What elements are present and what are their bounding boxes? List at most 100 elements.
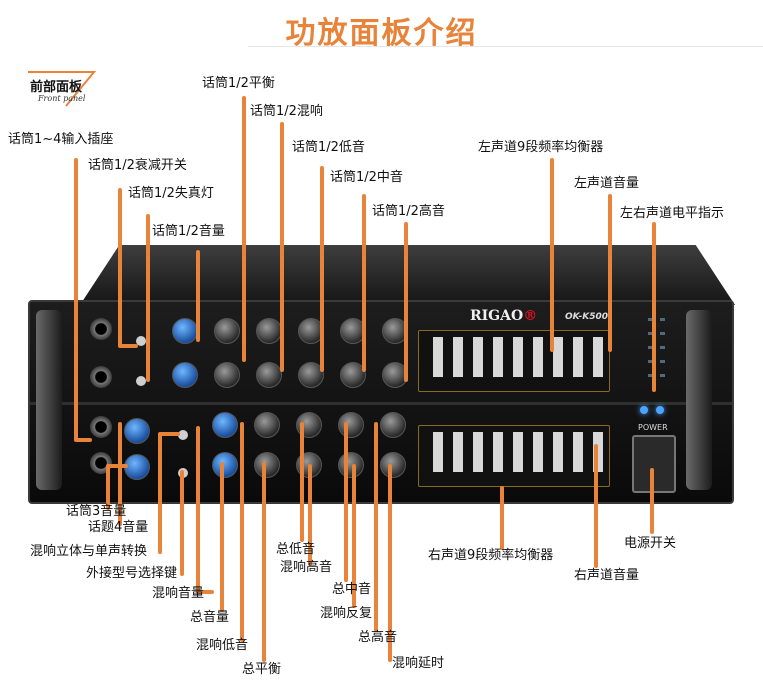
master-mid-knob[interactable] — [338, 412, 364, 438]
front-panel-label: 前部面板 — [30, 80, 83, 95]
leader-echo-volume — [196, 426, 214, 594]
label-left-eq: 左声道9段频率均衡器 — [478, 140, 604, 155]
label-echo-delay: 混响延时 — [392, 656, 445, 671]
level-led — [648, 374, 653, 377]
left-eq-slider[interactable] — [473, 337, 483, 377]
echo-volume-knob[interactable] — [212, 412, 238, 438]
label-echo-treble: 混响高音 — [280, 560, 333, 575]
mic2-volume-knob[interactable] — [172, 362, 198, 388]
master-volume-knob[interactable] — [212, 452, 238, 478]
power-text: POWER — [638, 423, 668, 432]
echo-stereo-mono-button[interactable] — [178, 430, 188, 440]
leader-mic-attenuation — [118, 188, 138, 348]
mic1-volume-knob[interactable] — [172, 318, 198, 344]
label-right-eq: 右声道9段频率均衡器 — [428, 548, 554, 563]
label-mic-attenuation: 话筒1/2衰减开关 — [88, 158, 187, 173]
level-led — [648, 318, 653, 321]
front-panel-label-en: Front panel — [38, 94, 86, 103]
echo-bass-knob[interactable] — [254, 412, 280, 438]
mic-attenuation-switch-2[interactable] — [136, 376, 146, 386]
label-master-balance: 总平衡 — [242, 662, 282, 677]
level-led-blue — [640, 406, 648, 414]
label-mic-distortion-light: 话筒1/2失真灯 — [128, 186, 214, 201]
level-led — [660, 360, 665, 363]
left-eq-slider[interactable] — [453, 337, 463, 377]
mic1-echo-knob[interactable] — [256, 318, 282, 344]
echo-delay-knob[interactable] — [380, 452, 406, 478]
left-eq-slider[interactable] — [433, 337, 443, 377]
left-handle — [36, 310, 62, 490]
right-eq-slider[interactable] — [453, 432, 463, 472]
left-eq-slider[interactable] — [533, 337, 543, 377]
label-master-treble: 总高音 — [358, 630, 398, 645]
label-mic3-volume: 话筒3音量 — [66, 504, 127, 519]
label-right-volume: 右声道音量 — [574, 568, 640, 583]
left-eq-slider[interactable] — [553, 337, 563, 377]
right-eq-panel — [418, 425, 610, 487]
label-mic-echo-mix: 话筒1/2混响 — [250, 104, 323, 119]
mic-jack-3[interactable] — [90, 416, 112, 438]
level-led — [648, 360, 653, 363]
leader-mic3 — [106, 464, 128, 510]
level-led — [660, 346, 665, 349]
level-led — [660, 318, 665, 321]
left-eq-slider[interactable] — [593, 337, 603, 377]
front-panel-badge: 前部面板 Front panel — [26, 70, 98, 110]
label-echo-bass: 混响低音 — [196, 638, 249, 653]
label-mic-balance: 话筒1/2平衡 — [202, 76, 275, 91]
label-mic-treble: 话筒1/2高音 — [372, 204, 445, 219]
brand-mark: ® — [523, 308, 538, 324]
label-echo-repeat: 混响反复 — [320, 606, 373, 621]
right-eq-slider[interactable] — [493, 432, 503, 472]
title-rule — [248, 46, 763, 47]
mic2-bass-knob[interactable] — [298, 362, 324, 388]
label-power-switch: 电源开关 — [624, 536, 677, 551]
mic3-volume-knob[interactable] — [124, 418, 150, 444]
label-level-indicator: 左右声道电平指示 — [620, 206, 725, 221]
right-eq-slider[interactable] — [433, 432, 443, 472]
right-eq-slider[interactable] — [553, 432, 563, 472]
mic1-balance-knob[interactable] — [214, 318, 240, 344]
label-echo-volume: 混响音量 — [152, 586, 205, 601]
level-led — [660, 374, 665, 377]
label-mic-mid: 话筒1/2中音 — [330, 170, 403, 185]
panel-divider — [30, 402, 732, 405]
master-balance-knob[interactable] — [254, 452, 280, 478]
label-left-volume: 左声道音量 — [574, 176, 640, 191]
right-eq-slider[interactable] — [473, 432, 483, 472]
mic2-mid-knob[interactable] — [340, 362, 366, 388]
left-eq-panel — [418, 330, 610, 392]
echo-repeat-knob[interactable] — [338, 452, 364, 478]
label-mic-volume: 话筒1/2音量 — [152, 224, 225, 239]
right-eq-slider[interactable] — [513, 432, 523, 472]
left-eq-slider[interactable] — [573, 337, 583, 377]
mic-attenuation-switch-1[interactable] — [136, 336, 146, 346]
label-mic-input: 话筒1~4输入插座 — [8, 132, 114, 147]
left-eq-slider[interactable] — [493, 337, 503, 377]
right-eq-slider[interactable] — [533, 432, 543, 472]
mic2-balance-knob[interactable] — [214, 362, 240, 388]
label-master-volume: 总音量 — [190, 610, 230, 625]
label-external-model-select: 外接型号选择键 — [86, 566, 178, 581]
label-echo-stereo-mono: 混响立体与单声转换 — [30, 544, 148, 559]
leader-mic-input — [74, 158, 92, 442]
master-treble-knob[interactable] — [380, 412, 406, 438]
level-led — [648, 332, 653, 335]
model-number: OK-K500 — [565, 312, 609, 322]
label-mic-bass: 话筒1/2低音 — [292, 140, 365, 155]
level-led — [660, 332, 665, 335]
mic1-treble-knob[interactable] — [382, 318, 408, 344]
brand-logo: RIGAO® — [470, 308, 537, 324]
right-eq-slider[interactable] — [573, 432, 583, 472]
left-eq-slider[interactable] — [513, 337, 523, 377]
right-handle — [686, 310, 712, 490]
leader-echo-stereo — [158, 432, 180, 554]
level-led-blue — [656, 406, 664, 414]
mic2-echo-knob[interactable] — [256, 362, 282, 388]
label-mic4-volume: 话题4音量 — [88, 520, 149, 535]
badge-arrow-icon — [28, 71, 97, 107]
page-title: 功放面板介绍 — [285, 16, 478, 51]
mic-jack-2[interactable] — [90, 366, 112, 388]
mic-jack-1[interactable] — [90, 318, 112, 340]
